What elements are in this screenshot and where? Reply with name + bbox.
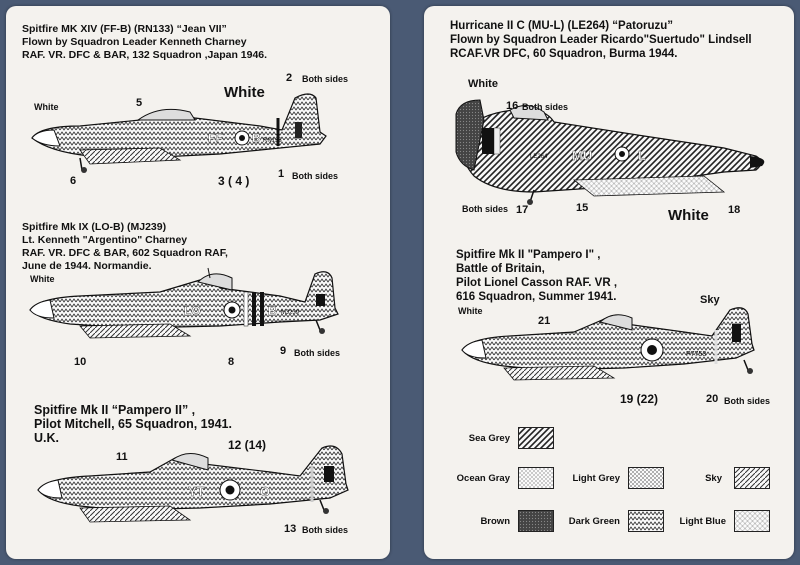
plane4-callout-17: 17 bbox=[516, 204, 529, 216]
plane5-serial: P7753 bbox=[686, 351, 706, 358]
plane4-serial: LE264 bbox=[530, 154, 548, 160]
plane1-squadron-code: FF bbox=[208, 131, 223, 145]
legend-label-light-blue: Light Blue bbox=[679, 516, 726, 527]
plane3-callout-12-14: 12 (14) bbox=[228, 438, 267, 452]
plane1-profile: FF B RN133 bbox=[31, 93, 327, 173]
plane3-profile: YT O bbox=[37, 445, 349, 523]
plane1-callout-6: 6 bbox=[70, 175, 77, 187]
legend-label-brown: Brown bbox=[480, 516, 510, 527]
plane2-serial: MJ239 bbox=[281, 310, 300, 316]
legend-swatch-dark-green bbox=[628, 510, 664, 532]
plane3-both-sides-13: Both sides bbox=[302, 525, 349, 535]
plane3-title: Spitfire Mk II “Pampero II” , Pilot Mitc… bbox=[34, 403, 232, 445]
plane2-profile: LO B MJ239 bbox=[29, 267, 339, 339]
plane2-letter: B bbox=[268, 304, 277, 318]
plane4-callout-18: 18 bbox=[728, 204, 741, 216]
legend-label-sky: Sky bbox=[705, 473, 722, 484]
plane1-callout-3-4: 3 ( 4 ) bbox=[218, 174, 250, 188]
legend-swatch-light-blue bbox=[734, 510, 770, 532]
plane4-callout-16: 16 bbox=[506, 100, 519, 112]
plane3-callout-11: 11 bbox=[116, 451, 128, 463]
legend-swatch-brown bbox=[518, 510, 554, 532]
legend-swatch-sky bbox=[734, 467, 770, 489]
plane3-squadron-code: YT bbox=[188, 484, 205, 499]
plane1-serial: RN133 bbox=[263, 138, 282, 144]
plane5-profile: P7753 bbox=[461, 307, 755, 381]
plane2-callout-10: 10 bbox=[74, 356, 87, 368]
plane4-profile: MU L LE264 bbox=[455, 99, 765, 205]
watermark-text bbox=[66, 68, 70, 86]
plane4-squadron-code: MU bbox=[572, 148, 592, 163]
plane5-white-nose-label: White bbox=[458, 306, 483, 316]
plane1-callout-1: 1 bbox=[278, 168, 285, 180]
legend-label-dark-green: Dark Green bbox=[568, 516, 620, 527]
legend-label-light-grey: Light Grey bbox=[572, 473, 620, 484]
plane5-callout-21: 21 bbox=[538, 315, 551, 327]
plane1-white-nose-label: White bbox=[34, 102, 59, 112]
plane4-white-top-label: White bbox=[468, 78, 498, 90]
plane5-callout-19-22: 19 (22) bbox=[620, 392, 659, 406]
plane1-both-sides-1: Both sides bbox=[292, 171, 339, 181]
plane4-title: Hurricane II C (MU-L) (LE264) “Patoruzu”… bbox=[450, 20, 752, 60]
plane3-callout-13: 13 bbox=[284, 523, 297, 535]
plane4-callout-15: 15 bbox=[576, 202, 589, 214]
plane5-title: Spitfire Mk II "Pampero I" , Battle of B… bbox=[456, 249, 618, 303]
plane1-white-big-label: White bbox=[224, 84, 265, 101]
plane4-letter: L bbox=[638, 148, 646, 163]
plane3-letter: O bbox=[260, 484, 270, 499]
legend-label-sea-grey: Sea Grey bbox=[468, 433, 510, 444]
plane5-callout-20: 20 bbox=[706, 393, 719, 405]
plane1-title: Spitfire MK XIV (FF-B) (RN133) “Jean VII… bbox=[22, 23, 268, 61]
legend-swatch-light-grey bbox=[628, 467, 664, 489]
left-page: Spitfire MK XIV (FF-B) (RN133) “Jean VII… bbox=[6, 6, 390, 559]
legend-swatch-ocean-gray bbox=[518, 467, 554, 489]
right-page: Hurricane II C (MU-L) (LE264) “Patoruzu”… bbox=[424, 6, 794, 559]
plane1-both-sides-2: Both sides bbox=[302, 74, 349, 84]
plane4-both-sides-16: Both sides bbox=[522, 102, 569, 112]
plane1-callout-2: 2 bbox=[286, 72, 293, 84]
legend-swatch-sea-grey bbox=[518, 427, 554, 449]
plane2-white-nose-label: White bbox=[30, 274, 55, 284]
plane5-sky-label: Sky bbox=[700, 294, 720, 306]
plane2-title: Spitfire Mk IX (LO-B) (MJ239) Lt. Kennet… bbox=[22, 221, 228, 272]
plane2-both-sides-9: Both sides bbox=[294, 348, 341, 358]
plane2-callout-8: 8 bbox=[228, 356, 235, 368]
plane4-both-sides-17: Both sides bbox=[462, 204, 509, 214]
plane2-squadron-code: LO bbox=[184, 304, 201, 318]
plane4-white-big-label: White bbox=[668, 207, 709, 224]
plane2-callout-9: 9 bbox=[280, 345, 287, 357]
plane1-callout-5: 5 bbox=[136, 97, 143, 109]
plane5-both-sides-20: Both sides bbox=[724, 396, 771, 406]
plane1-letter: B bbox=[252, 131, 261, 145]
legend-label-ocean-gray: Ocean Gray bbox=[456, 473, 510, 484]
